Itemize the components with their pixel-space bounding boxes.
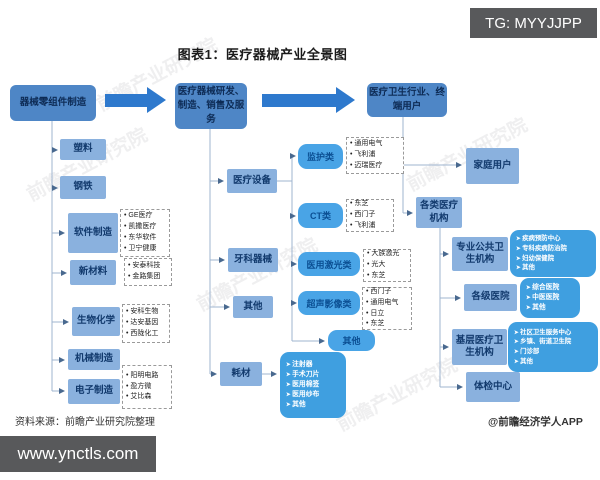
credit-note: @前瞻经济学人APP — [488, 416, 583, 428]
list-item: 中医医院 — [526, 293, 574, 303]
monitoring-company-list: 通用电气 飞利浦 迈瑞医疗 — [346, 137, 404, 174]
company-item: 飞利浦 — [350, 150, 400, 161]
company-item: 西门子 — [366, 287, 408, 298]
tg-badge: TG: MYYJJPP — [470, 8, 597, 38]
node-hospitals: 各级医院 — [464, 284, 517, 311]
company-item: GE医疗 — [124, 211, 166, 222]
node-medical-institutions: 各类医疗机构 — [416, 197, 462, 228]
biochemistry-company-list: 安科生物 达安基因 西陇化工 — [122, 304, 170, 343]
company-item: 西门子 — [350, 210, 390, 221]
node-machinery-manufacturing: 机械制造 — [68, 349, 120, 370]
node-medical-laser-category: 医用激光类 — [298, 252, 360, 276]
company-item: 卫宁健康 — [124, 244, 166, 255]
list-item: 专科疾病防治院 — [516, 244, 590, 254]
flow-arrow-1-head — [147, 87, 166, 113]
company-item: 东芝 — [350, 199, 390, 210]
node-components-manufacturing: 器械零组件制造 — [10, 85, 96, 121]
node-software-manufacturing: 软件制造 — [68, 213, 118, 253]
node-home-users: 家庭用户 — [466, 148, 519, 184]
site-watermark-badge: www.ynctls.com — [0, 436, 156, 472]
node-ultrasound-imaging-category: 超声影像类 — [298, 291, 360, 315]
node-rd-manufacturing-sales: 医疗器械研发、制造、销售及服务 — [175, 83, 247, 129]
company-item: 东华软件 — [124, 233, 166, 244]
company-item: 盈方微 — [126, 382, 168, 393]
company-item: 东芝 — [367, 271, 407, 282]
company-item: 凯撒医疗 — [124, 222, 166, 233]
company-item: 艾比森 — [126, 392, 168, 403]
company-item: 安泰科技 — [128, 261, 168, 272]
company-item: 飞利浦 — [350, 221, 390, 232]
flow-arrow-2-body — [262, 94, 336, 107]
chart-title: 图表1：医疗器械产业全景图 — [177, 47, 348, 62]
list-item: 乡镇、街道卫生院 — [514, 337, 592, 347]
company-item: 西陇化工 — [126, 329, 166, 340]
list-item: 医用纱布 — [286, 390, 340, 400]
company-item: 安科生物 — [126, 307, 166, 318]
company-item: 迈瑞医疗 — [350, 161, 400, 172]
node-public-health-institutions: 专业公共卫生机构 — [452, 237, 508, 271]
list-item: 其他 — [514, 357, 592, 367]
company-item: 光大 — [367, 260, 407, 271]
node-new-materials: 新材料 — [70, 260, 116, 285]
list-item: 其他 — [516, 263, 590, 273]
ultrasound-company-list: 西门子 通用电气 日立 东芝 — [362, 287, 412, 330]
node-monitoring-category: 监护类 — [298, 144, 343, 169]
company-item: 大族激光 — [367, 249, 407, 260]
node-plastic: 塑料 — [60, 139, 106, 160]
new-materials-company-list: 安泰科技 金路集团 — [124, 258, 172, 286]
node-checkup-center: 体检中心 — [466, 372, 520, 402]
node-steel: 钢铁 — [60, 176, 106, 199]
company-item: 东芝 — [366, 319, 408, 330]
company-item: 日立 — [366, 309, 408, 320]
list-item: 其他 — [526, 303, 574, 313]
node-other-middle: 其他 — [233, 296, 273, 318]
node-dental-devices: 牙科器械 — [228, 248, 278, 272]
source-note: 资料来源：前瞻产业研究院整理 — [15, 417, 155, 428]
grassroots-item-list: 社区卫生服务中心 乡镇、街道卫生院 门诊部 其他 — [508, 322, 598, 372]
flow-arrow-2-head — [336, 87, 355, 113]
list-item: 注射器 — [286, 360, 340, 370]
electronics-company-list: 阳明电路 盈方微 艾比森 — [122, 365, 172, 409]
list-item: 疾病预防中心 — [516, 234, 590, 244]
consumables-item-list: 注射器 手术刀片 医用棉签 医用纱布 其他 — [280, 352, 346, 418]
node-biochemistry: 生物化学 — [72, 307, 120, 336]
node-other-equipment-category: 其他 — [328, 330, 375, 351]
company-item: 达安基因 — [126, 318, 166, 329]
company-item: 通用电气 — [350, 139, 400, 150]
company-item: 阳明电路 — [126, 371, 168, 382]
company-item: 通用电气 — [366, 298, 408, 309]
node-consumables: 耗材 — [220, 362, 262, 386]
list-item: 综合医院 — [526, 283, 574, 293]
list-item: 妇幼保健院 — [516, 254, 590, 264]
laser-company-list: 大族激光 光大 东芝 — [363, 249, 411, 282]
node-ct-category: CT类 — [298, 203, 343, 228]
list-item: 其他 — [286, 400, 340, 410]
flow-arrow-1-body — [105, 94, 147, 107]
list-item: 手术刀片 — [286, 370, 340, 380]
list-item: 社区卫生服务中心 — [514, 328, 592, 338]
software-company-list: GE医疗 凯撒医疗 东华软件 卫宁健康 — [120, 209, 170, 257]
node-electronics-manufacturing: 电子制造 — [68, 379, 120, 404]
company-item: 金路集团 — [128, 272, 168, 283]
node-healthcare-end-users: 医疗卫生行业、终端用户 — [367, 83, 447, 117]
public-health-item-list: 疾病预防中心 专科疾病防治院 妇幼保健院 其他 — [510, 230, 596, 277]
ct-company-list: 东芝 西门子 飞利浦 — [346, 199, 394, 232]
node-medical-equipment: 医疗设备 — [227, 169, 277, 193]
list-item: 医用棉签 — [286, 380, 340, 390]
hospitals-item-list: 综合医院 中医医院 其他 — [520, 278, 580, 318]
list-item: 门诊部 — [514, 347, 592, 357]
node-grassroots-medical-institutions: 基层医疗卫生机构 — [452, 329, 507, 365]
